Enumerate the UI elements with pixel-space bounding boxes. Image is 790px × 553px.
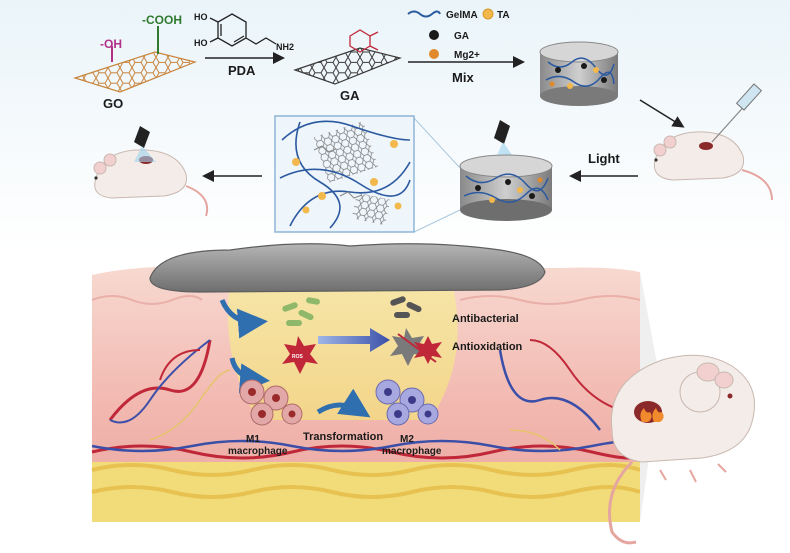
ga-legend-swatch xyxy=(429,30,439,40)
light-label: Light xyxy=(588,151,620,166)
legend-ta: TA xyxy=(497,10,510,21)
mix-label: Mix xyxy=(452,70,474,85)
go-label: GO xyxy=(103,96,123,111)
dopamine-nh2: NH2 xyxy=(276,42,294,52)
curved-arrow-lower xyxy=(229,357,270,394)
oh-label: -OH xyxy=(100,37,122,51)
effect-arrow xyxy=(318,328,390,352)
hydrogel-cylinder-mixed xyxy=(539,41,619,106)
ga-label: GA xyxy=(340,88,360,103)
gelma-legend-swatch xyxy=(407,10,441,18)
curved-arrow-upper xyxy=(219,298,268,339)
ros-star-left xyxy=(282,336,318,374)
lamp-icon xyxy=(494,120,510,144)
hydrogel-cylinder-crosslinked xyxy=(459,120,553,221)
lamp-icon-mouse xyxy=(134,126,150,148)
zoom-line-bottom xyxy=(413,209,461,233)
legend-mg: Mg2+ xyxy=(454,50,480,61)
m1-macrophages xyxy=(239,379,303,426)
m1-label-line2: macrophage xyxy=(228,446,288,457)
ga-sheet xyxy=(293,29,402,85)
skin-cross-section xyxy=(91,266,642,522)
m2-macrophages xyxy=(375,379,439,426)
ta-legend-swatch xyxy=(482,8,494,20)
zoom-line-top xyxy=(413,117,461,169)
inject-arrow xyxy=(639,99,685,128)
antioxidation-label: Antioxidation xyxy=(452,341,523,353)
hydrogel-dressing xyxy=(149,243,546,293)
legend-gelma: GelMA xyxy=(446,10,478,21)
transformation-label: Transformation xyxy=(303,431,383,443)
pda-label: PDA xyxy=(228,63,256,78)
antibacterial-label: Antibacterial xyxy=(452,313,519,325)
m2-label-line1: M2 xyxy=(400,434,414,445)
mouse-treated-top xyxy=(93,126,208,217)
m1-label-line1: M1 xyxy=(246,434,260,445)
dopamine-oh-bottom: HO xyxy=(194,38,208,48)
bacteria-cluster-dead xyxy=(390,296,422,318)
bacteria-cluster-live xyxy=(282,297,320,326)
transformation-arrow xyxy=(316,388,371,418)
mg-legend-swatch xyxy=(429,49,439,59)
mouse-wounded-large xyxy=(608,354,755,545)
legend: GelMA TA GA Mg2+ xyxy=(407,8,510,61)
network-zoom-box xyxy=(274,115,415,233)
mouse-injection xyxy=(653,83,773,201)
legend-ga: GA xyxy=(454,31,469,42)
ros-star-right xyxy=(390,328,442,366)
dopamine-structure xyxy=(209,13,277,47)
ros-label-left: ROS xyxy=(292,354,304,360)
fire-icon-2 xyxy=(652,408,664,422)
fire-icon-1 xyxy=(640,408,652,422)
cooh-label: -COOH xyxy=(142,13,182,27)
go-sheet xyxy=(73,26,197,93)
dopamine-oh-top: HO xyxy=(194,12,208,22)
m2-label-line2: macrophage xyxy=(382,446,442,457)
